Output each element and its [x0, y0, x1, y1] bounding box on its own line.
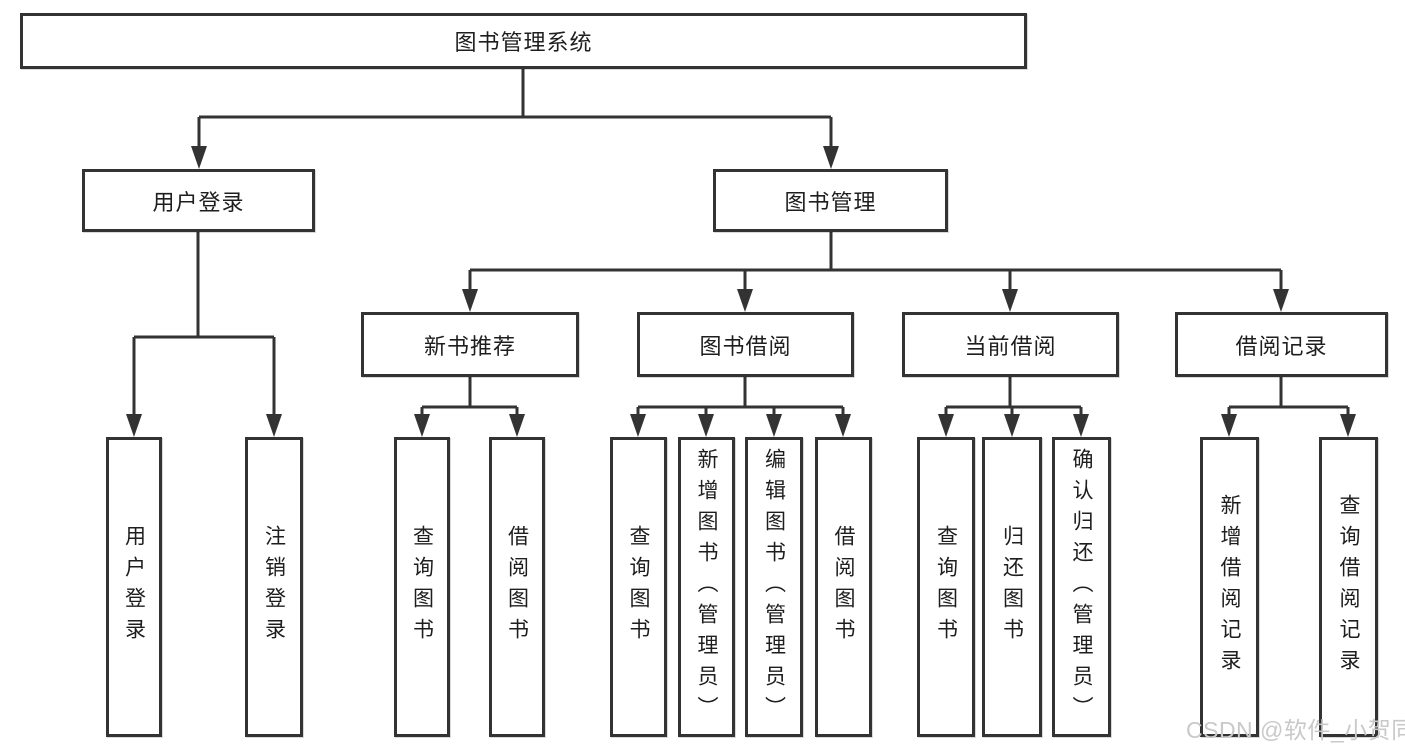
leaf-add-borrow-record: 新增借阅记录 — [1200, 437, 1259, 737]
arrow-down-icon — [126, 414, 142, 437]
node-book-borrow: 图书借阅 — [637, 312, 854, 377]
node-current-borrow: 当前借阅 — [902, 312, 1119, 377]
leaf-query-borrow-record: 查询借阅记录 — [1319, 437, 1378, 737]
connector-root-to-level2 — [191, 69, 839, 169]
leaf-confirm-return-admin: 确认归还（管理员） — [1052, 437, 1111, 737]
connector-new-book-children — [414, 377, 525, 437]
node-user-login: 用户登录 — [82, 169, 315, 232]
connector-book-management-children — [462, 232, 1289, 312]
node-label: 当前借阅 — [964, 333, 1057, 359]
connector-current-borrow-children — [938, 377, 1089, 437]
arrow-down-icon — [1073, 414, 1089, 437]
node-label: 查询图书 — [410, 525, 434, 649]
connector-book-borrow-children — [630, 377, 851, 437]
leaf-user-login: 用户登录 — [106, 437, 162, 737]
arrow-down-icon — [1221, 414, 1237, 437]
arrow-down-icon — [630, 414, 646, 437]
node-label: 用户登录 — [122, 525, 146, 649]
node-label: 查询图书 — [934, 525, 958, 649]
arrow-down-icon — [191, 146, 207, 169]
node-label: 图书管理 — [784, 189, 877, 215]
leaf-logout-login: 注销登录 — [245, 437, 303, 737]
leaf-query-books-current: 查询图书 — [917, 437, 975, 737]
arrow-down-icon — [509, 414, 525, 437]
leaf-edit-books-admin: 编辑图书（管理员） — [745, 437, 803, 737]
node-label: 借阅图书 — [832, 525, 855, 649]
node-label: 借阅图书 — [505, 525, 529, 649]
node-label: 借阅记录 — [1235, 333, 1328, 359]
arrow-down-icon — [835, 414, 851, 437]
node-label: 新书推荐 — [423, 333, 516, 359]
node-label: 确认归还（管理员） — [1070, 447, 1093, 727]
arrow-down-icon — [266, 414, 282, 437]
node-book-management: 图书管理 — [713, 169, 948, 232]
node-label: 新增图书（管理员） — [695, 447, 718, 727]
arrow-down-icon — [1340, 414, 1356, 437]
arrow-down-icon — [1004, 414, 1020, 437]
node-label: 查询借阅记录 — [1337, 494, 1360, 680]
connector-user-login-children — [126, 232, 282, 437]
leaf-borrow-books-recommend: 借阅图书 — [489, 437, 545, 737]
node-label: 图书借阅 — [699, 333, 792, 359]
node-label: 归还图书 — [1000, 525, 1024, 649]
leaf-add-books-admin: 新增图书（管理员） — [678, 437, 735, 737]
arrow-down-icon — [737, 289, 753, 312]
node-label: 图书管理系统 — [454, 30, 593, 55]
node-label: 注销登录 — [262, 525, 286, 649]
node-root: 图书管理系统 — [20, 13, 1027, 69]
node-label: 编辑图书（管理员） — [762, 447, 786, 727]
arrow-down-icon — [462, 289, 478, 312]
arrow-down-icon — [414, 414, 430, 437]
arrow-down-icon — [823, 146, 839, 169]
arrow-down-icon — [698, 414, 714, 437]
watermark: CSDN @软件_小贺同学 — [1186, 717, 1405, 743]
arrow-down-icon — [766, 414, 782, 437]
node-label: 查询图书 — [627, 525, 650, 649]
node-borrow-records: 借阅记录 — [1175, 312, 1388, 377]
leaf-query-books-recommend: 查询图书 — [394, 437, 450, 737]
node-label: 新增借阅记录 — [1218, 494, 1241, 680]
node-new-book-recommend: 新书推荐 — [361, 312, 579, 377]
leaf-query-books-borrow: 查询图书 — [610, 437, 667, 737]
arrow-down-icon — [1002, 289, 1018, 312]
arrow-down-icon — [1273, 289, 1289, 312]
leaf-return-books: 归还图书 — [982, 437, 1042, 737]
connector-borrow-records-children — [1221, 377, 1356, 437]
node-label: 用户登录 — [152, 189, 245, 215]
leaf-borrow-books-borrow: 借阅图书 — [815, 437, 872, 737]
arrow-down-icon — [938, 414, 954, 437]
